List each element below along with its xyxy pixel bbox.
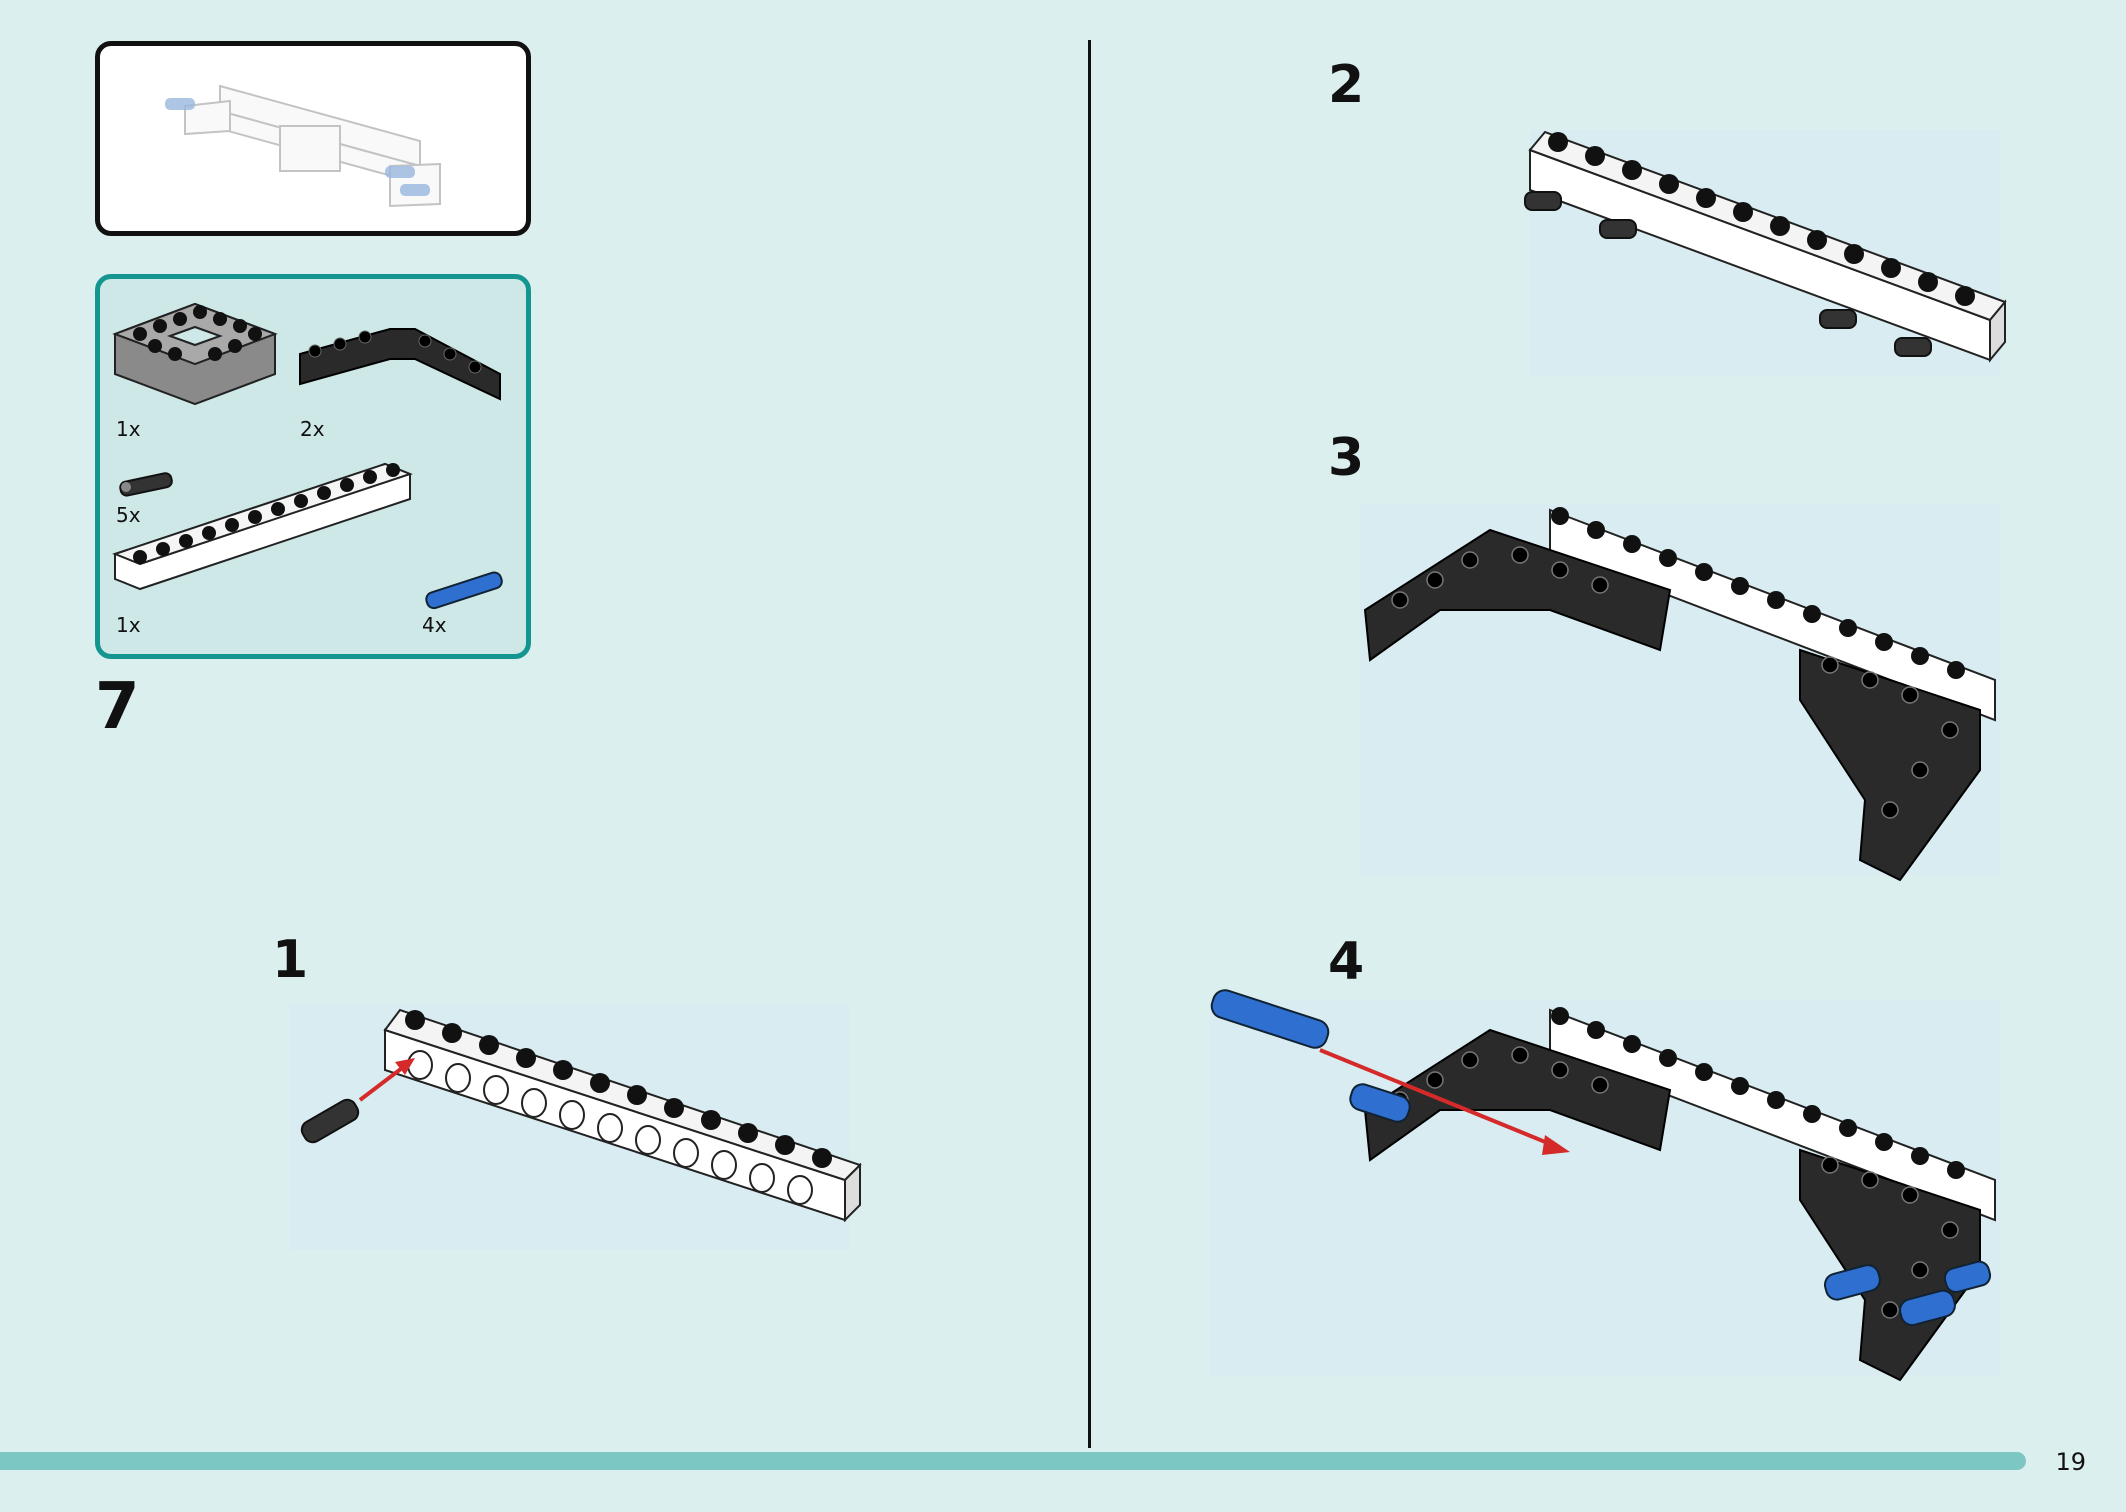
blue-pin-part [425,571,503,610]
straight-beam-part [112,462,413,591]
page-number: 19 [2055,1448,2086,1476]
substep-1-illustration [300,1008,862,1223]
parts-list-box: 1x 2x 5x 1x 4x [95,274,531,659]
open-frame-part [112,302,278,406]
substep-4-number: 4 [1328,932,1365,992]
angled-beam-part [299,328,501,401]
model-preview-image [165,84,441,208]
substep-4-illustration [1210,989,1996,1382]
part-qty-axle-pin: 5x [116,503,141,527]
page-divider [1088,40,1091,1448]
substep-2-illustration [1524,130,2007,363]
main-step-number: 7 [95,670,140,744]
substep-3-number: 3 [1328,428,1365,488]
part-qty-angled-beam: 2x [300,417,325,441]
model-preview-box [95,41,531,236]
footer-bar [0,1452,2026,1470]
axle-pin-part [119,472,173,497]
substep-2-number: 2 [1328,55,1365,115]
part-qty-straight-beam: 1x [116,613,141,637]
part-qty-open-frame: 1x [116,417,141,441]
part-qty-blue-pin: 4x [422,613,447,637]
substep-1-number: 1 [272,930,309,990]
substep-3-illustration [1363,507,1996,882]
